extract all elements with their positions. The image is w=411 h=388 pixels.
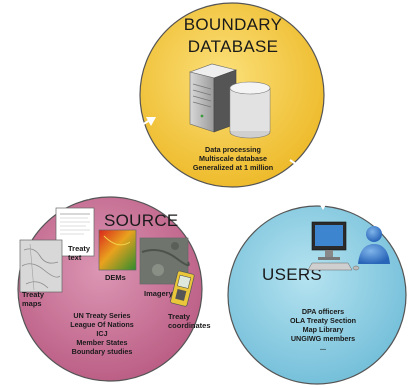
treaty-coordinates-label-2: coordinates	[168, 321, 211, 330]
user-icon	[358, 226, 390, 264]
users-line-3: Map Library	[303, 325, 344, 334]
arrow-database-to-users	[289, 159, 328, 210]
treaty-coordinates-label-1: Treaty	[168, 312, 191, 321]
users-circle	[227, 205, 407, 385]
treaty-text-label-2: text	[68, 253, 82, 262]
treaty-maps-label-2: maps	[22, 299, 42, 308]
database-line-1: Data processing	[205, 145, 261, 154]
database-title-line1: BOUNDARY	[184, 15, 282, 34]
treaty-maps-label-1: Treaty	[22, 290, 45, 299]
users-line-5: ...	[320, 343, 326, 352]
dems-label: DEMs	[105, 273, 126, 282]
database-title-line2: DATABASE	[188, 37, 279, 56]
users-title: USERS	[262, 265, 322, 284]
gps-device-icon	[170, 270, 195, 307]
source-line-3: ICJ	[96, 329, 107, 338]
source-line-4: Member States	[76, 338, 127, 347]
database-line-3: Generalized at 1 million	[193, 163, 273, 172]
server-icon	[188, 63, 238, 133]
source-title: SOURCE	[104, 211, 179, 230]
database-line-2: Multiscale database	[199, 154, 267, 163]
source-line-5: Boundary studies	[72, 347, 133, 356]
treaty-text-label-1: Treaty	[68, 244, 91, 253]
computer-icon	[307, 221, 360, 271]
imagery-label: Imagery	[144, 289, 174, 298]
source-line-1: UN Treaty Series	[73, 311, 130, 320]
arrow-source-to-database	[87, 117, 156, 200]
treaty-maps-thumbnail	[19, 239, 63, 293]
source-line-2: League Of Nations	[70, 320, 134, 329]
users-line-2: OLA Treaty Section	[290, 316, 356, 325]
users-line-4: UNGIWG members	[291, 334, 355, 343]
dems-thumbnail	[98, 229, 137, 271]
users-line-1: DPA officers	[302, 307, 344, 316]
database-cylinder-icon	[229, 81, 271, 139]
